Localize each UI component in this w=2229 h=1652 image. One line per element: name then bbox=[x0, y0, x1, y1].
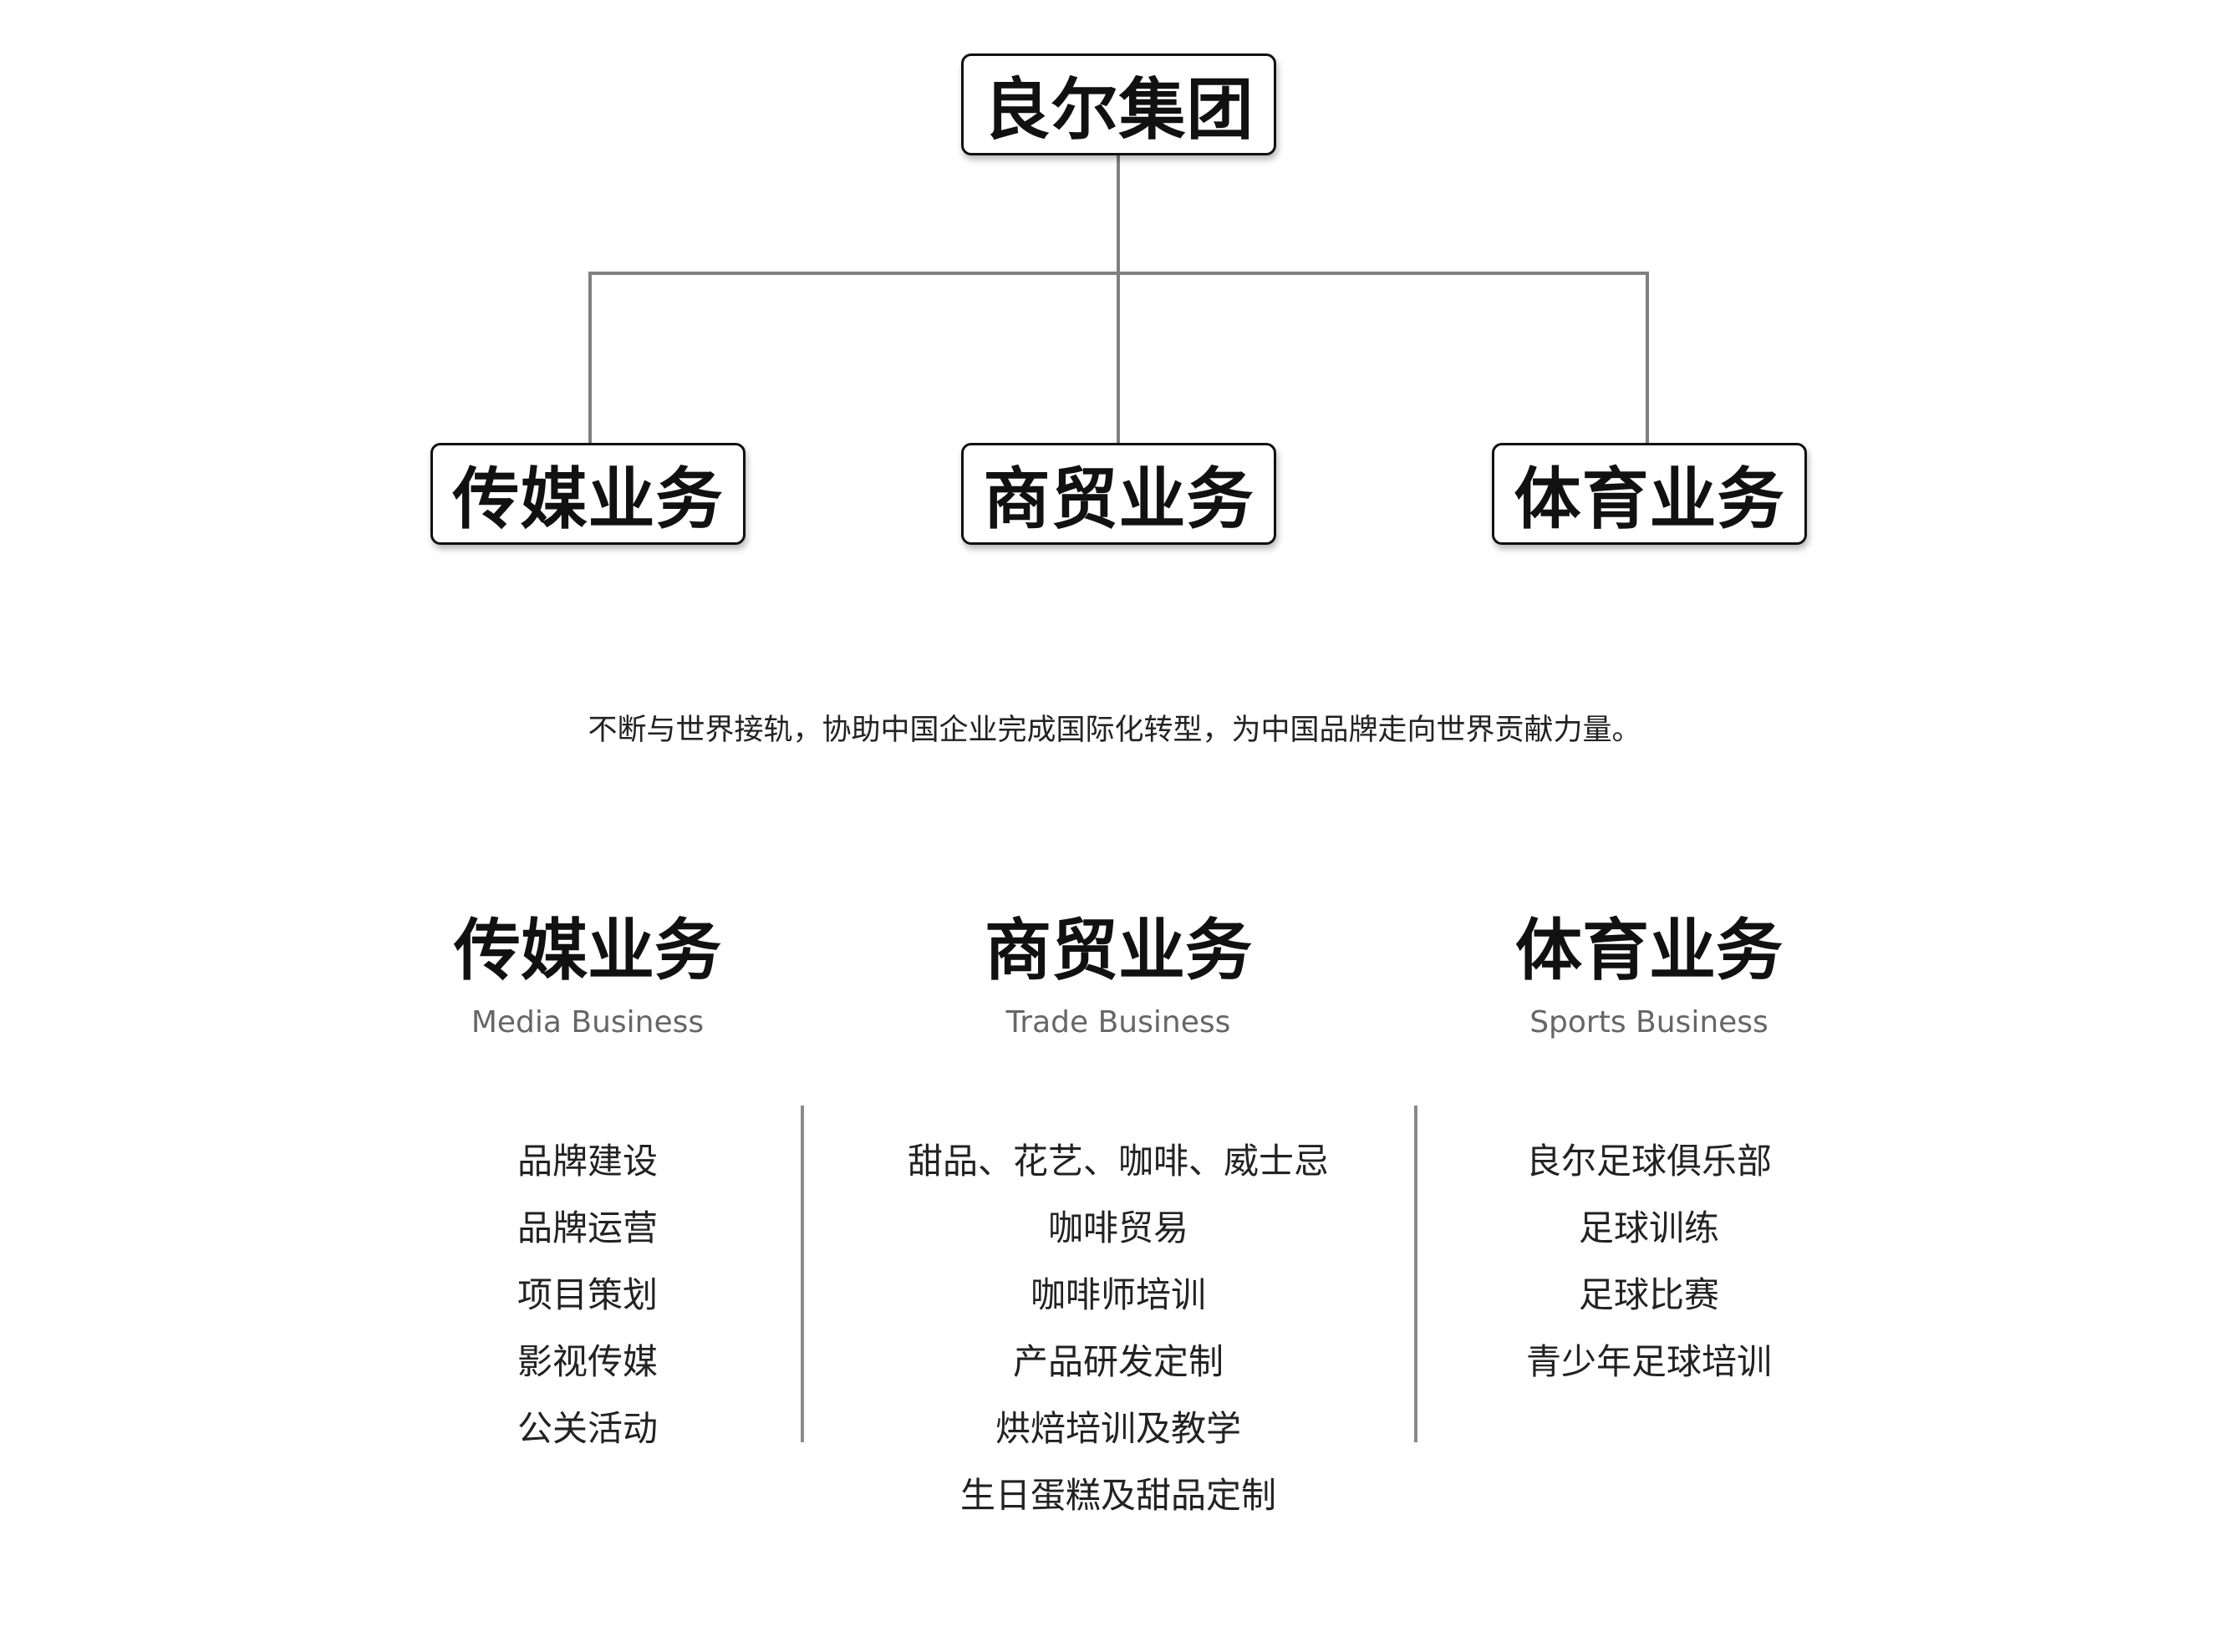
section-title: 传媒业务 bbox=[454, 912, 721, 989]
org-node-sports: 体育业务 bbox=[1492, 443, 1807, 545]
list-item: 足球训练 bbox=[1578, 1207, 1719, 1248]
section-item-list: 品牌建设 品牌运营 项目策划 影视传媒 公关活动 bbox=[295, 1128, 880, 1462]
list-item: 项目策划 bbox=[517, 1274, 658, 1315]
section-trade: 商贸业务 Trade Business 甜品、花艺、咖啡、威士忌 咖啡贸易 咖啡… bbox=[826, 909, 1411, 1529]
tagline: 不断与世界接轨，协助中国企业完成国际化转型，为中国品牌走向世界贡献力量。 bbox=[588, 714, 1641, 747]
section-title: 商贸业务 bbox=[985, 912, 1252, 989]
section-item-list: 良尔足球俱乐部 足球训练 足球比赛 青少年足球培训 bbox=[1356, 1128, 1941, 1395]
list-item: 品牌建设 bbox=[517, 1141, 658, 1182]
section-subtitle: Media Business bbox=[471, 1005, 705, 1039]
list-item: 足球比赛 bbox=[1578, 1274, 1719, 1315]
org-node-media: 传媒业务 bbox=[430, 443, 746, 545]
list-item: 公关活动 bbox=[517, 1408, 658, 1449]
section-subtitle: Sports Business bbox=[1529, 1005, 1768, 1039]
org-node-root: 良尔集团 bbox=[961, 53, 1276, 155]
list-item: 青少年足球培训 bbox=[1525, 1341, 1772, 1382]
org-connectors bbox=[588, 155, 1649, 443]
list-item: 甜品、花艺、咖啡、威士忌 bbox=[907, 1141, 1329, 1182]
section-item-list: 甜品、花艺、咖啡、威士忌 咖啡贸易 咖啡师培训 产品研发定制 烘焙培训及教学 生… bbox=[826, 1128, 1411, 1529]
list-item: 品牌运营 bbox=[517, 1207, 658, 1248]
org-node-trade: 商贸业务 bbox=[961, 443, 1276, 545]
list-item: 咖啡师培训 bbox=[1030, 1274, 1206, 1315]
list-item: 生日蛋糕及甜品定制 bbox=[959, 1475, 1276, 1516]
section-media: 传媒业务 Media Business 品牌建设 品牌运营 项目策划 影视传媒 … bbox=[295, 909, 880, 1462]
list-item: 影视传媒 bbox=[517, 1341, 658, 1382]
section-subtitle: Trade Business bbox=[1005, 1005, 1231, 1039]
section-sports: 体育业务 Sports Business 良尔足球俱乐部 足球训练 足球比赛 青… bbox=[1356, 909, 1941, 1395]
list-item: 产品研发定制 bbox=[1012, 1341, 1224, 1382]
column-divider bbox=[801, 1106, 804, 1442]
column-divider bbox=[1414, 1106, 1417, 1442]
org-chart: 良尔集团 传媒业务 商贸业务 体育业务 bbox=[0, 0, 2229, 585]
list-item: 烘焙培训及教学 bbox=[995, 1408, 1241, 1449]
section-title: 体育业务 bbox=[1515, 912, 1783, 989]
list-item: 良尔足球俱乐部 bbox=[1525, 1141, 1772, 1182]
list-item: 咖啡贸易 bbox=[1047, 1207, 1188, 1248]
